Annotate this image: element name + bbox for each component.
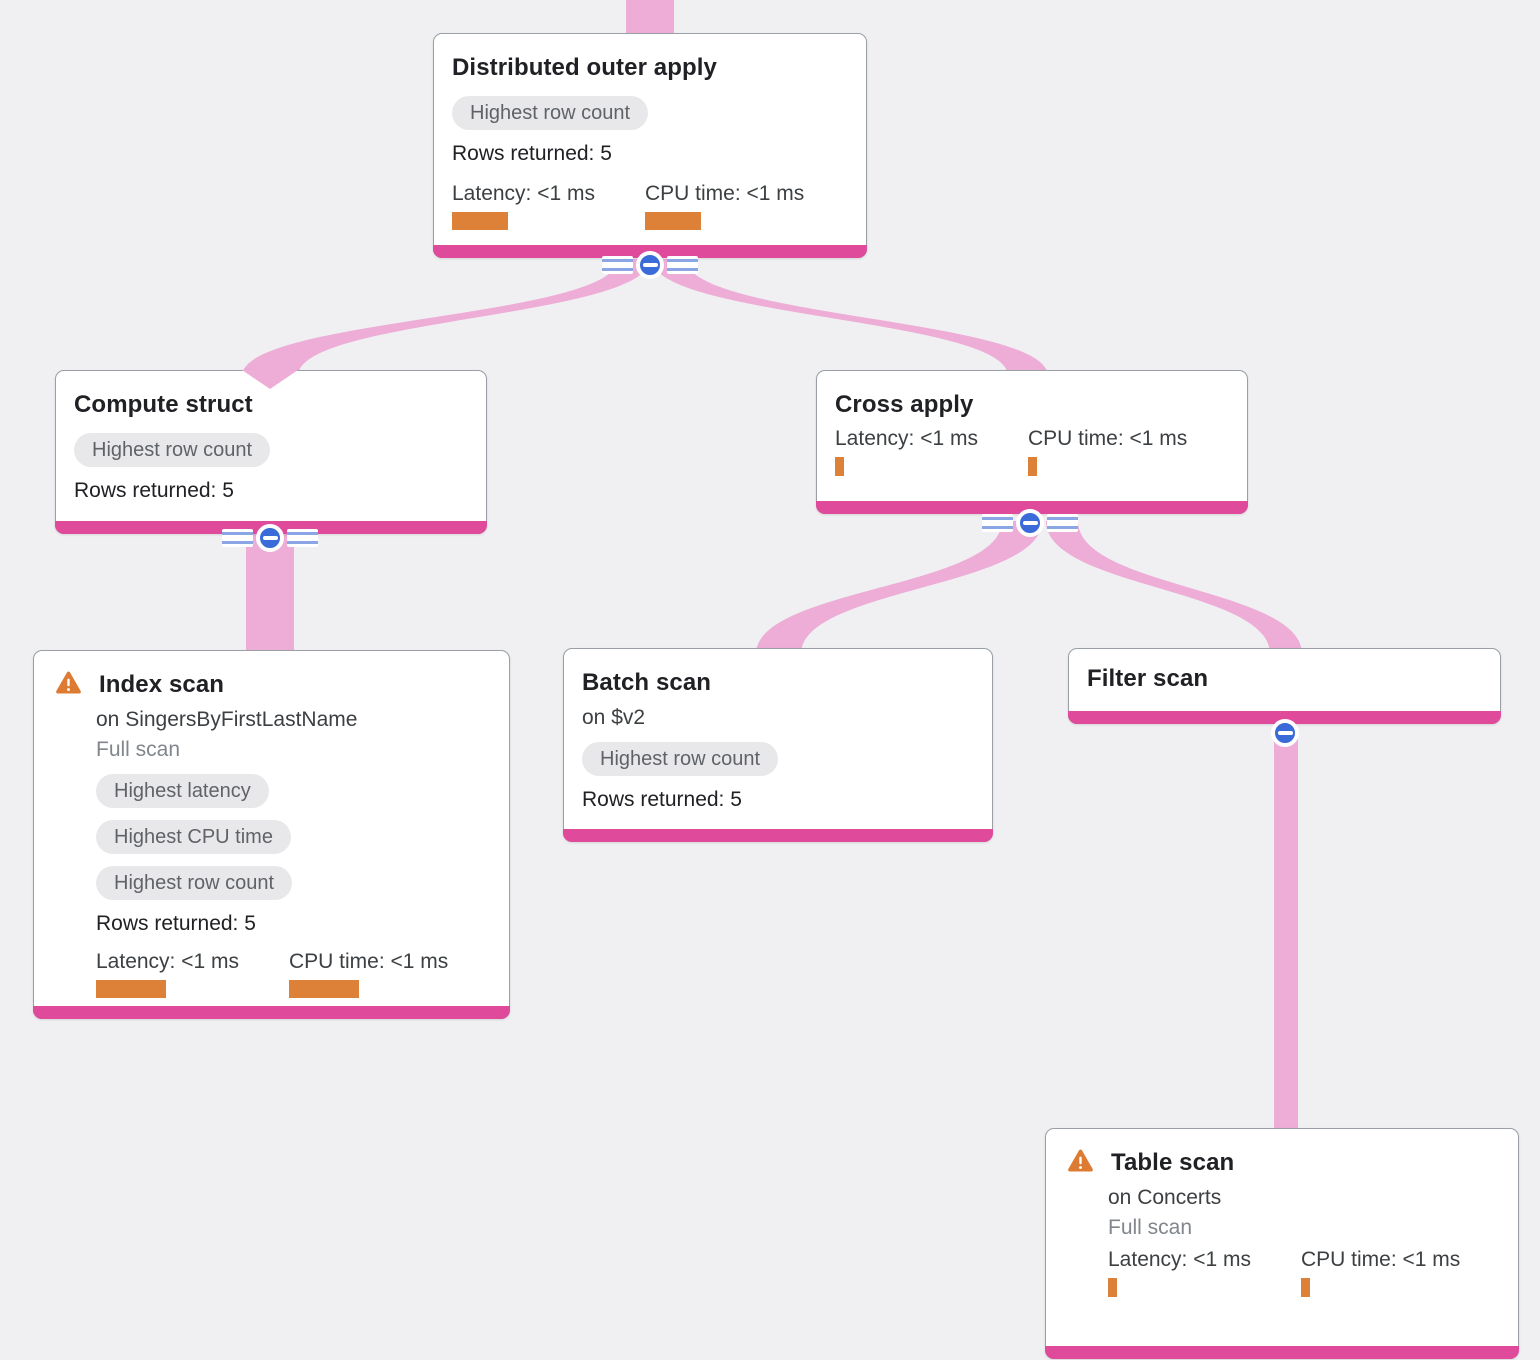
cpu-time-label: CPU time: <1 ms [645,182,805,205]
node-accent-bar [1045,1346,1519,1359]
node-distributed-outer-apply[interactable]: Distributed outer apply Highest row coun… [433,33,867,258]
scan-target: on Concerts [1108,1186,1222,1209]
scan-target: on $v2 [582,706,646,729]
node-accent-bar [1068,711,1501,724]
node-title: Index scan [99,671,225,698]
minus-icon [1271,719,1299,747]
collapse-button-filter-scan[interactable] [1237,715,1333,751]
highest-cpu-time-badge: Highest CPU time [96,820,291,854]
latency-label: Latency: <1 ms [96,950,239,973]
scan-type: Full scan [96,738,181,761]
node-cross-apply[interactable]: Cross apply Latency: <1 ms CPU time: <1 … [816,370,1248,514]
node-title: Batch scan [582,669,712,696]
collapse-stripe-left-icon [602,256,633,274]
minus-icon [636,251,664,279]
highest-row-count-badge: Highest row count [74,433,271,467]
latency-label: Latency: <1 ms [1108,1248,1251,1271]
latency-label: Latency: <1 ms [835,427,978,450]
collapse-stripe-left-icon [222,529,253,547]
node-title: Cross apply [835,391,974,418]
cpu-time-label: CPU time: <1 ms [1301,1248,1461,1271]
highest-row-count-badge: Highest row count [452,96,649,130]
node-title: Compute struct [74,391,253,418]
latency-bar [96,980,166,998]
latency-label: Latency: <1 ms [452,182,595,205]
edge-root-in [626,0,674,40]
node-title: Filter scan [1087,665,1209,692]
node-accent-bar [563,829,993,842]
warning-icon [1068,1149,1093,1172]
collapse-stripe-right-icon [287,529,318,547]
warning-icon [56,671,81,694]
cpu-time-bar [1028,457,1037,476]
node-batch-scan[interactable]: Batch scan on $v2 Highest row count Rows… [563,648,993,842]
rows-returned: Rows returned: 5 [74,479,234,502]
scan-type: Full scan [1108,1216,1193,1239]
node-title: Distributed outer apply [452,54,717,81]
node-accent-bar [816,501,1248,514]
highest-row-count-badge: Highest row count [96,866,293,900]
cpu-time-label: CPU time: <1 ms [289,950,449,973]
highest-latency-badge: Highest latency [96,774,269,808]
scan-target: on SingersByFirstLastName [96,708,358,731]
cpu-time-bar [289,980,359,998]
rows-returned: Rows returned: 5 [96,912,256,935]
node-table-scan[interactable]: Table scan on Concerts Full scan Latency… [1045,1128,1519,1359]
minus-icon [256,524,284,552]
rows-returned: Rows returned: 5 [452,142,612,165]
cpu-time-bar [645,212,701,230]
collapse-stripe-left-icon [982,514,1013,532]
collapse-stripe-right-icon [1047,514,1078,532]
node-accent-bar [33,1006,510,1019]
cpu-time-bar [1301,1278,1310,1297]
node-title: Table scan [1111,1149,1235,1176]
latency-bar [1108,1278,1117,1297]
latency-bar [452,212,508,230]
edge-compute-struct-to-index-scan [246,532,294,656]
latency-bar [835,457,844,476]
edge-outer-apply-to-cross-apply [652,259,1048,376]
collapse-button-cross-apply[interactable] [982,505,1078,541]
edge-outer-apply-to-compute-struct [242,259,650,376]
node-index-scan[interactable]: Index scan on SingersByFirstLastName Ful… [33,650,510,1019]
minus-icon [1016,509,1044,537]
edge-filter-scan-to-table-scan [1274,728,1298,1134]
collapse-button-compute-struct[interactable] [222,520,318,556]
edge-cross-apply-to-filter-scan [1046,521,1302,654]
collapse-stripe-right-icon [667,256,698,274]
collapse-button-distributed-outer-apply[interactable] [602,247,698,283]
node-compute-struct[interactable]: Compute struct Highest row count Rows re… [55,370,487,534]
cpu-time-label: CPU time: <1 ms [1028,427,1188,450]
edge-cross-apply-to-batch-scan [756,521,1042,654]
node-filter-scan[interactable]: Filter scan [1068,648,1501,724]
highest-row-count-badge: Highest row count [582,742,779,776]
rows-returned: Rows returned: 5 [582,788,742,811]
